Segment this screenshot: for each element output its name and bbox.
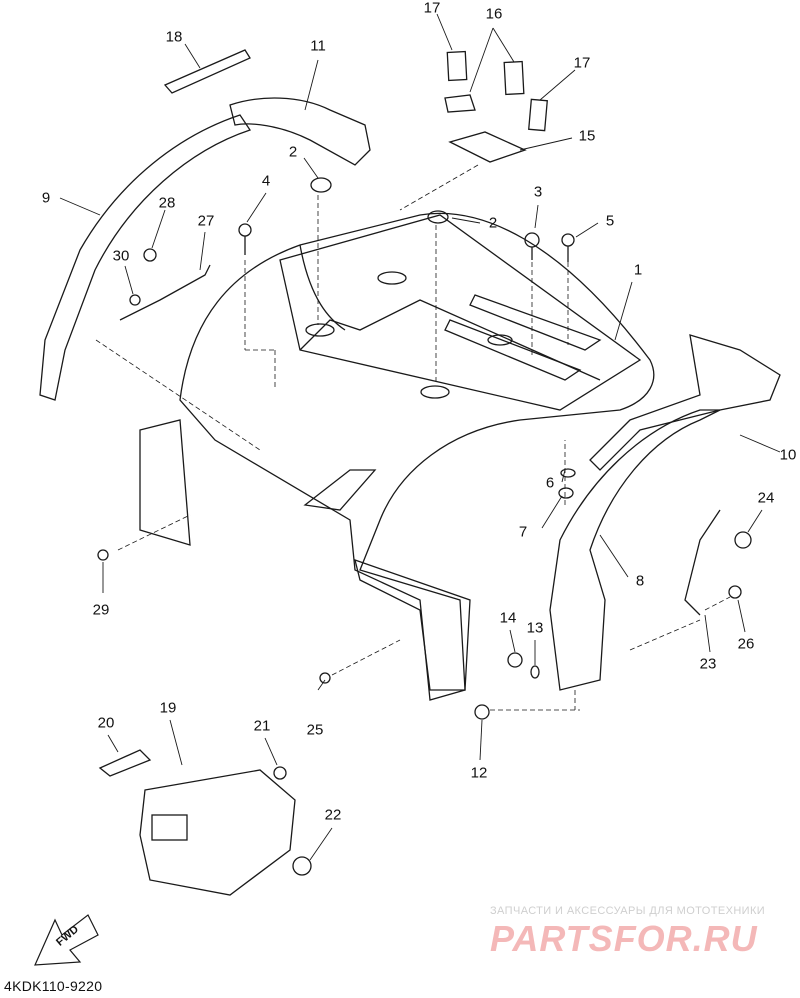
right-guard-rail (589, 334, 781, 471)
callout-22: 22 (324, 806, 342, 824)
callout-28: 28 (158, 194, 176, 212)
callout-17-right: 17 (573, 54, 591, 72)
callout-12: 12 (470, 764, 488, 782)
clip-part (98, 749, 152, 777)
callout-14: 14 (499, 609, 517, 627)
right-bracket (684, 509, 721, 616)
callout-29: 29 (92, 601, 110, 619)
callout-9: 9 (41, 189, 51, 207)
mud-flap-box (139, 769, 296, 896)
callout-6: 6 (545, 474, 555, 492)
callout-26: 26 (737, 635, 755, 653)
callout-10: 10 (779, 446, 797, 464)
callout-3: 3 (533, 183, 543, 201)
watermark-logo: PARTSFOR.RU (490, 918, 758, 959)
callout-18: 18 (165, 28, 183, 46)
callout-8: 8 (635, 572, 645, 590)
callout-11: 11 (310, 37, 326, 55)
callout-5: 5 (605, 212, 615, 230)
callout-23: 23 (699, 655, 717, 673)
callout-21: 21 (253, 717, 271, 735)
callout-30: 30 (112, 247, 130, 265)
rear-fender-body (179, 212, 655, 701)
callout-13: 13 (526, 619, 544, 637)
fwd-arrow-icon (34, 914, 99, 966)
callout-24: 24 (757, 489, 775, 507)
callout-4: 4 (261, 172, 271, 190)
callout-27: 27 (197, 212, 215, 230)
callout-16: 16 (485, 5, 503, 23)
callout-7: 7 (518, 523, 528, 541)
callout-25: 25 (306, 721, 324, 739)
callout-17-left: 17 (423, 0, 441, 17)
callout-19: 19 (159, 699, 177, 717)
callout-2-right: 2 (488, 214, 498, 232)
watermark-caption: ЗАПЧАСТИ И АКСЕССУАРЫ ДЛЯ МОТОТЕХНИКИ (490, 905, 766, 917)
diagram-code: 4KDK110-9220 (4, 978, 103, 994)
callout-2-left: 2 (288, 143, 298, 161)
callout-1: 1 (633, 261, 643, 279)
right-fender-flap (549, 409, 721, 691)
callout-15: 15 (578, 127, 596, 145)
callout-20: 20 (97, 714, 115, 732)
seat-pad (448, 131, 527, 163)
left-fender-flap (39, 114, 252, 401)
strap-part (163, 49, 251, 94)
left-bracket (119, 264, 211, 321)
left-guard-rail (229, 97, 371, 166)
